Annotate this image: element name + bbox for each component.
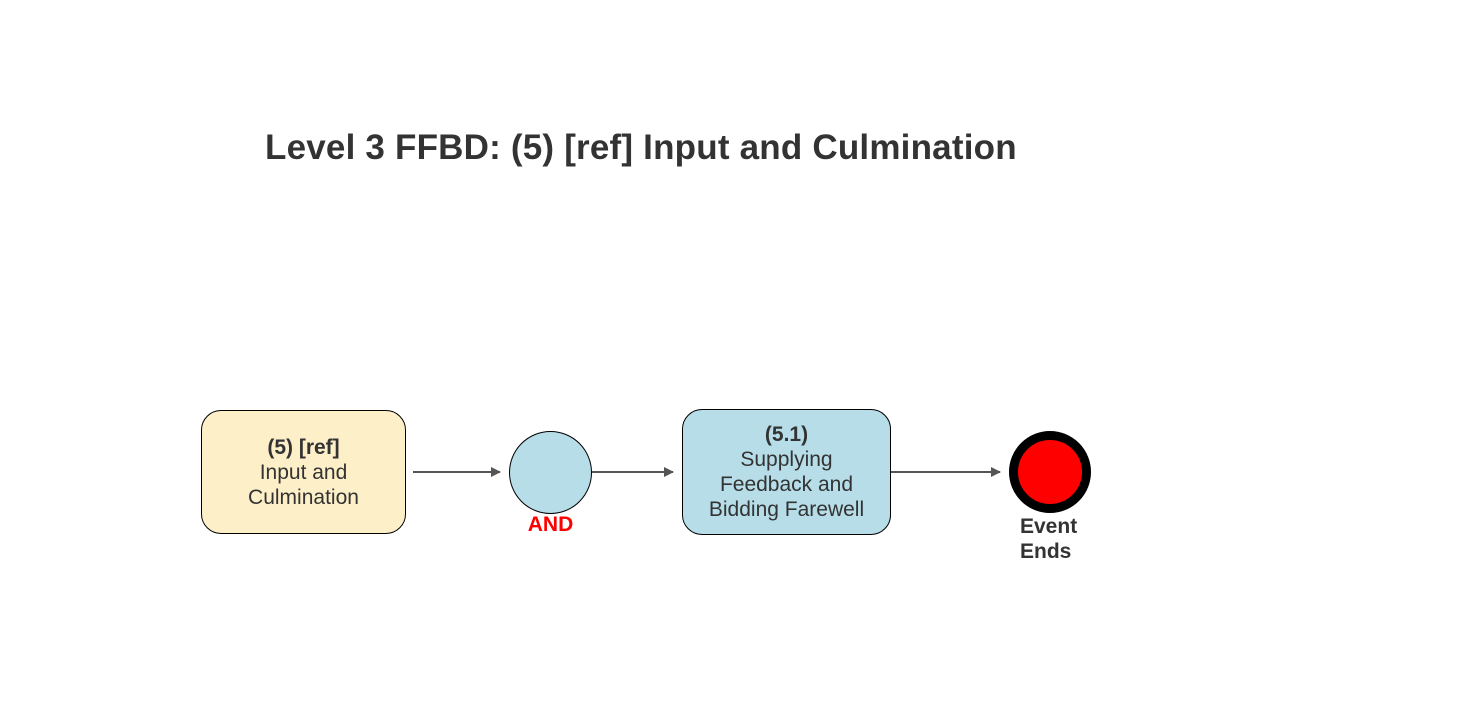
diagram-title: Level 3 FFBD: (5) [ref] Input and Culmin… xyxy=(265,128,1017,167)
function-node-5-ref-label: Input and Culmination xyxy=(248,460,359,509)
function-node-5-ref[interactable]: (5) [ref] Input and Culmination xyxy=(201,410,406,534)
end-event-label: Event Ends xyxy=(1020,515,1078,563)
function-node-5-1-label: Supplying Feedback and Bidding Farewell xyxy=(708,448,865,521)
and-gate[interactable] xyxy=(509,431,592,514)
end-event[interactable] xyxy=(1009,431,1091,513)
function-node-5-1-id: (5.1) xyxy=(764,423,809,446)
and-gate-label: AND xyxy=(527,513,574,536)
function-node-5-ref-id: (5) [ref] xyxy=(267,435,340,459)
function-node-5-1[interactable]: (5.1) Supplying Feedback and Bidding Far… xyxy=(682,409,891,535)
